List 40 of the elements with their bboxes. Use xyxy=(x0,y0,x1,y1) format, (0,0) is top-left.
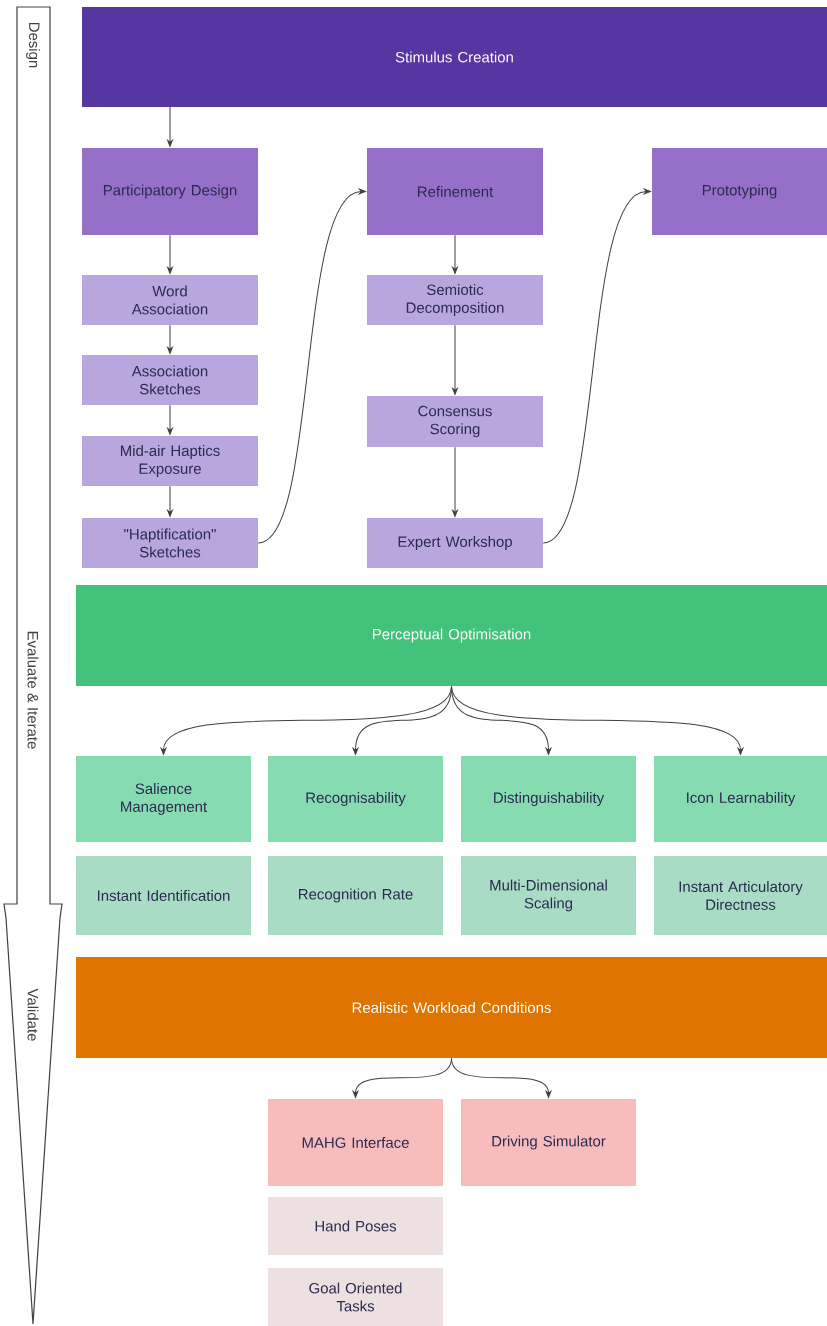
stage-band: Realistic Workload Conditions xyxy=(76,957,827,1058)
stage-label: Evaluate & Iterate xyxy=(27,631,39,749)
arrow xyxy=(451,685,744,755)
step-box: Consensus Scoring xyxy=(367,396,543,447)
stage-label: Design xyxy=(26,22,40,68)
arrow xyxy=(452,324,458,395)
stage-band: Stimulus Creation xyxy=(82,7,827,107)
criterion-box: Salience Management xyxy=(76,756,251,842)
arrow xyxy=(452,446,458,517)
criterion-box: Icon Learnability xyxy=(654,756,827,842)
process-box: Participatory Design xyxy=(82,148,258,235)
arrow xyxy=(257,188,366,544)
method-box: Instant Articulatory Directness xyxy=(654,856,827,935)
process-box: Prototyping xyxy=(652,148,827,235)
stage-band: Perceptual Optimisation xyxy=(76,585,827,686)
arrow xyxy=(167,324,173,354)
method-box: Hand Poses xyxy=(268,1197,443,1255)
process-box: MAHG Interface xyxy=(268,1099,443,1186)
arrow xyxy=(451,1057,552,1098)
step-box: Mid-air Haptics Exposure xyxy=(82,436,258,486)
process-box: Refinement xyxy=(367,148,543,235)
arrow xyxy=(542,188,651,544)
method-box: Goal Oriented Tasks xyxy=(268,1268,443,1326)
arrow xyxy=(452,234,458,274)
step-box: Semiotic Decomposition xyxy=(367,275,543,325)
process-box: Driving Simulator xyxy=(461,1099,636,1186)
arrow xyxy=(167,404,173,435)
arrow xyxy=(167,485,173,517)
arrow xyxy=(167,106,173,147)
stage-label: Validate xyxy=(27,988,39,1041)
method-box: Recognition Rate xyxy=(268,856,443,935)
step-box: Expert Workshop xyxy=(367,518,543,568)
criterion-box: Recognisability xyxy=(268,756,443,842)
criterion-box: Distinguishability xyxy=(461,756,636,842)
arrow xyxy=(167,234,173,274)
step-box: Word Association xyxy=(82,275,258,325)
method-box: Instant Identification xyxy=(76,856,251,935)
step-box: Association Sketches xyxy=(82,355,258,405)
method-box: Multi-Dimensional Scaling xyxy=(461,856,636,935)
step-box: "Haptification" Sketches xyxy=(82,518,258,568)
